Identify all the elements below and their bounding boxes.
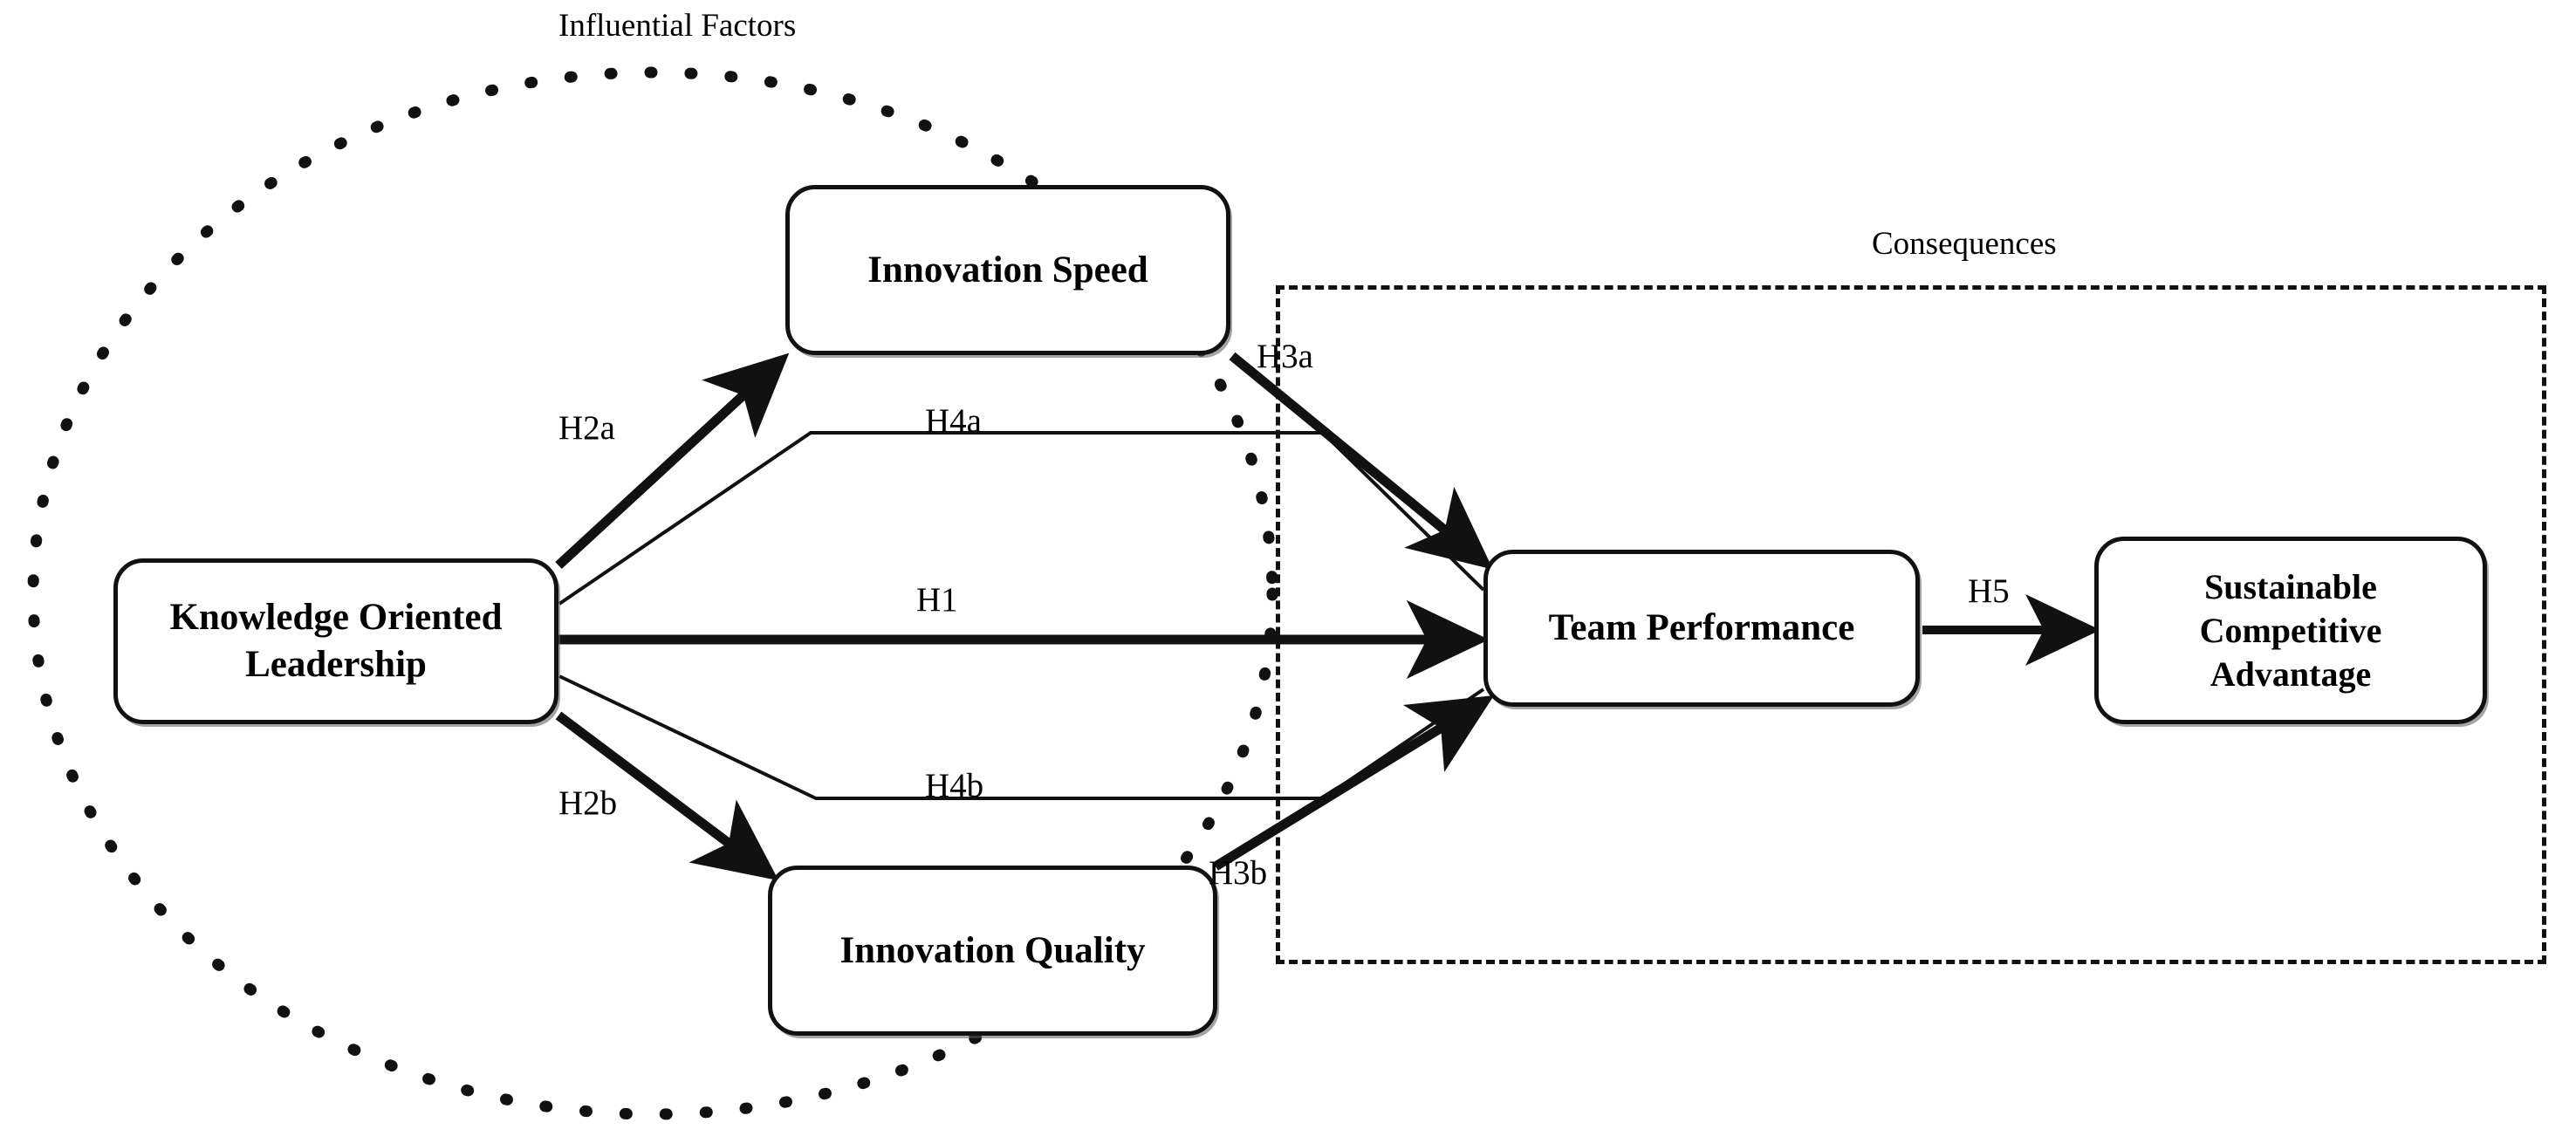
node-kol-label-line1: Knowledge Oriented [169,597,503,639]
edge-label-h2b: H2b [558,784,618,822]
edge-label-h1: H1 [916,581,958,619]
edge-h4a-path [558,431,1485,606]
edge-label-h5: H5 [1968,572,2010,610]
edge-label-h2a: H2a [558,409,615,447]
node-sca-label-line1: Sustainable [2204,566,2377,606]
influential-factors-ellipse [27,66,1278,1120]
group-label-consequences: Consequences [1872,226,2057,262]
node-sustainable-competitive-advantage[interactable]: Sustainable Competitive Advantage [2094,537,2487,724]
edge-h2a-line [555,352,790,570]
edge-label-h4a: H4a [925,402,982,440]
node-speed-label: Innovation Speed [867,249,1148,291]
node-innovation-quality[interactable]: Innovation Quality [768,866,1217,1036]
edge-label-h3a: H3a [1257,338,1313,375]
edge-h3a-line [1229,352,1493,570]
node-quality-label: Innovation Quality [839,929,1146,971]
edge-label-h4b: H4b [925,767,984,804]
edge-h2b-line [555,711,779,881]
node-team-label: Team Performance [1548,607,1855,649]
node-innovation-speed[interactable]: Innovation Speed [785,185,1230,355]
node-knowledge-oriented-leadership[interactable]: Knowledge Oriented Leadership [113,558,558,724]
node-sca-label-line2: Competitive [2199,610,2382,650]
node-team-performance[interactable]: Team Performance [1483,550,1920,707]
edge-h3b-line [1213,695,1495,871]
node-sca-label-line3: Advantage [2209,654,2372,694]
edge-h4b-path [558,674,1485,800]
group-label-influential-factors: Influential Factors [558,8,797,44]
consequences-frame [1276,285,2546,964]
node-kol-label-line2: Leadership [245,644,427,685]
edge-label-h3b: H3b [1209,854,1268,892]
